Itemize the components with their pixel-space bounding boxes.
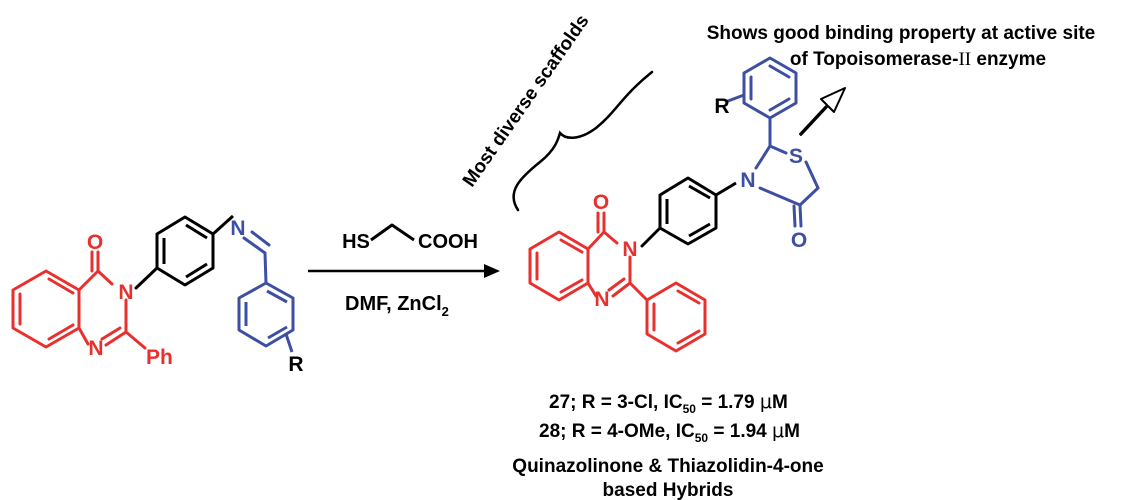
reactant-n3-label: N [118, 281, 133, 304]
product-thiazolidinone-ring [754, 116, 820, 228]
binding-note-line1: Shows good binding property at active si… [707, 23, 1096, 44]
reaction-conditions-text: DMF, ZnCl2 [345, 293, 449, 319]
reactant-r-substituent: R [288, 353, 303, 376]
reactant-molecule: O N N Ph N R [11, 214, 304, 376]
product-carbonyl-oxygen: O [593, 191, 609, 214]
reactant-phenyl-label: Ph [146, 346, 173, 369]
product-n3-label: N [622, 238, 637, 261]
compound-list: 27; R = 3-Cl, IC50 = 1.79 μM 28; R = 4-O… [539, 391, 800, 445]
curly-brace-icon [512, 70, 654, 212]
reagent-acid-label: COOH [418, 231, 478, 253]
scaffold-annotation: Most diverse scaffolds [459, 11, 654, 212]
product-thiazolidinone-nitrogen: N [740, 169, 755, 192]
compound-28-label: 28; R = 4-OMe, IC50 = 1.94 μM [539, 420, 800, 445]
product-phenylene-ring [658, 176, 737, 246]
reactant-benzo-ring [11, 269, 81, 349]
binding-note-line2: of Topoisomerase-II enzyme [790, 49, 1046, 70]
product-molecule: O N N N S O R [528, 56, 820, 353]
product-c2-phenyl-ring [645, 281, 707, 353]
product-benzo-ring [528, 230, 590, 302]
product-n1-label: N [594, 288, 609, 311]
hollow-arrow-icon [799, 87, 846, 136]
reactant-aryl-ring [237, 281, 295, 353]
diverse-scaffolds-label: Most diverse scaffolds [459, 11, 594, 191]
reagent-thiol-label: HS [342, 231, 370, 253]
reactant-carbonyl-oxygen: O [87, 231, 103, 254]
reaction-arrow-head [484, 264, 500, 278]
reactant-n1-label: N [88, 337, 103, 360]
reactant-phenylene-ring [155, 214, 235, 287]
reactant-imine-nitrogen: N [230, 217, 245, 240]
compound-27-label: 27; R = 3-Cl, IC50 = 1.79 μM [549, 391, 788, 416]
hybrid-caption: Quinazolinone & Thiazolidin-4-one based … [512, 456, 823, 500]
product-thiazolidinone-sulfur: S [789, 145, 803, 168]
product-quinazolinone-core [528, 211, 707, 353]
reactant-imine [242, 230, 271, 285]
reactant-quinazolinone-core [11, 250, 147, 350]
product-r-substituent: R [714, 95, 729, 118]
reaction-conditions: HS COOH DMF, ZnCl2 [308, 223, 500, 319]
product-aryl-ring [726, 56, 798, 120]
caption-line2: based Hybrids [603, 480, 734, 500]
caption-line1: Quinazolinone & Thiazolidin-4-one [512, 456, 823, 477]
product-thiazolidinone-oxygen: O [791, 229, 807, 252]
binding-annotation: Shows good binding property at active si… [707, 23, 1096, 136]
reagent-mercaptoacetic-bonds [370, 223, 415, 242]
